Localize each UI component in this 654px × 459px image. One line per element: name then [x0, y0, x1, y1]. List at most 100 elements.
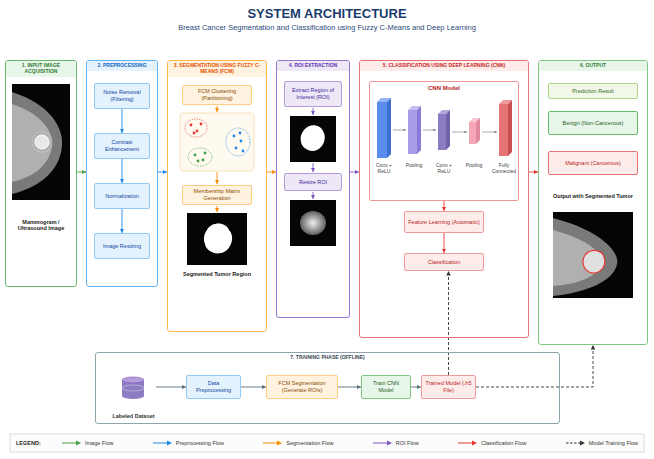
- segmented-image: [187, 213, 247, 265]
- cnn-layer: [508, 100, 512, 156]
- process-box: Resize ROI: [284, 173, 342, 191]
- legend-text: Model Training Flow: [589, 440, 638, 446]
- output-image: [553, 212, 633, 298]
- database-icon: [122, 377, 144, 383]
- legend-text: ROI Flow: [396, 440, 419, 446]
- box-label: Normalization: [105, 193, 139, 200]
- flow-arrow: [444, 233, 445, 253]
- box-label: Noise Removal (Filtering): [98, 89, 146, 102]
- flow-arrow: [77, 172, 86, 173]
- subtitle: Breast Cancer Segmentation and Classific…: [0, 24, 654, 33]
- panel-caption: Mammogram / Ultrasound Image: [6, 219, 76, 232]
- label-slot: Conv + ReLU: [430, 163, 458, 175]
- tumor-mask: [204, 224, 232, 254]
- flow-arrow: [241, 387, 266, 388]
- legend-sample: [62, 440, 82, 446]
- box-label: Membership Matrix Generation: [186, 188, 248, 201]
- data-point: [193, 132, 196, 135]
- box-label: Feature Learning (Automatic): [408, 219, 480, 226]
- data-point: [190, 124, 193, 127]
- flow-arrow: [267, 172, 276, 173]
- stage-panel: 1. INPUT IMAGE ACQUISITION Mammogram / Ul…: [5, 60, 77, 287]
- process-box: Malignant (Cancerous): [548, 151, 638, 175]
- panel-caption: Segmented Tumor Region: [168, 271, 266, 277]
- process-box: Prediction Result: [548, 83, 638, 99]
- process-box: Image Resizing: [94, 233, 150, 259]
- legend-text: Classification Flow: [481, 440, 527, 446]
- label-slot: Breast Cancer Segmentation and Classific…: [0, 24, 654, 33]
- stage-panel: 4. ROI EXTRACTION Extract Region of Inter…: [276, 60, 350, 318]
- panel-heading: 4. ROI EXTRACTION: [277, 61, 349, 71]
- panel-caption: Output with Segmented Tumor: [539, 193, 647, 199]
- label-slot: Conv + ReLU: [370, 163, 398, 175]
- data-point: [200, 123, 203, 126]
- legend-arrow-head: [387, 441, 392, 446]
- legend-item: Preprocessing Flow: [153, 440, 224, 446]
- layer-arrow: [482, 132, 497, 133]
- flow-arrow: [313, 192, 314, 199]
- data-point: [239, 132, 242, 135]
- resized-roi-image: [290, 200, 336, 246]
- layer-arrow: [452, 132, 467, 133]
- flow-arrow: [122, 109, 123, 133]
- legend-arrow-head: [277, 441, 282, 446]
- label-slot: LEGEND:: [16, 440, 56, 446]
- box-label: Prediction Result: [572, 88, 614, 95]
- stage-panel: 6. OUTPUTOutput with Segmented TumorPred…: [538, 60, 648, 345]
- cluster-outline: [185, 119, 207, 137]
- legend-row: Image FlowPreprocessing FlowSegmentation…: [62, 438, 638, 448]
- layer-arrow: [393, 130, 406, 131]
- legend-line: [153, 443, 168, 444]
- layer-label: Pooling: [400, 163, 428, 169]
- process-box: Train CNN Model: [361, 375, 411, 399]
- cnn-layer: [469, 122, 476, 144]
- database-icon: [122, 385, 144, 391]
- stage-panel: 3. SEGMENTATION USING FUZZY C-MEANS (FCM…: [167, 60, 267, 332]
- roi-image: [290, 116, 336, 162]
- box-label: Malignant (Cancerous): [565, 160, 621, 167]
- box-label: Extract Region of Interest (ROI): [288, 87, 338, 100]
- panel-heading: 1. INPUT IMAGE ACQUISITION: [6, 61, 76, 77]
- cnn-model-box: CNN Model: [369, 81, 519, 201]
- process-box: Extract Region of Interest (ROI): [284, 81, 342, 107]
- data-point: [197, 160, 200, 163]
- layer-label: Conv + ReLU: [430, 163, 458, 175]
- process-box: Normalization: [94, 183, 150, 209]
- tumor-contour: [583, 250, 605, 273]
- legend-line: [62, 443, 77, 444]
- diagram-title: SYSTEM ARCHITECTURE: [0, 6, 654, 21]
- legend-sample: [373, 440, 393, 446]
- stage-panel: 5. CLASSIFICATION USING DEEP LEARNING (C…: [359, 60, 529, 338]
- cluster-plot: [180, 113, 254, 171]
- process-box: Contrast Enhancement: [94, 133, 150, 159]
- layer-label: Conv + ReLU: [370, 163, 398, 175]
- box-label: Classification: [428, 259, 460, 266]
- legend-item: Classification Flow: [458, 440, 527, 446]
- roi-texture: [300, 211, 326, 235]
- panel-heading: 5. CLASSIFICATION USING DEEP LEARNING (C…: [360, 61, 528, 71]
- flow-arrow: [411, 387, 421, 388]
- data-point: [235, 147, 238, 150]
- data-point: [204, 152, 207, 155]
- box-label: Contrast Enhancement: [98, 139, 146, 152]
- layer-label: Fully Connected: [490, 163, 518, 175]
- dataset-node: Labeled Dataset: [111, 375, 156, 419]
- flow-arrow: [350, 172, 359, 173]
- box-label: CNN Model: [370, 85, 518, 92]
- data-point: [240, 140, 243, 143]
- box-label: Data Preprocessing: [190, 380, 237, 393]
- data-point: [242, 150, 245, 153]
- breast-tissue: [12, 92, 62, 194]
- data-point: [196, 130, 199, 133]
- panel-heading: 2. PREPROCESSING: [87, 61, 157, 71]
- legend-line: [566, 443, 581, 444]
- layer-label: Pooling: [460, 163, 488, 169]
- title-slot: SYSTEM ARCHITECTURE: [0, 6, 654, 21]
- panel-heading: 7. TRAINING PHASE (OFFLINE): [96, 353, 559, 363]
- legend-sample: [566, 440, 586, 446]
- flow-arrow: [217, 106, 218, 112]
- panel-heading: 3. SEGMENTATION USING FUZZY C-MEANS (FCM…: [168, 61, 266, 77]
- legend-item: Model Training Flow: [566, 440, 638, 446]
- box-label: Image Resizing: [103, 243, 141, 250]
